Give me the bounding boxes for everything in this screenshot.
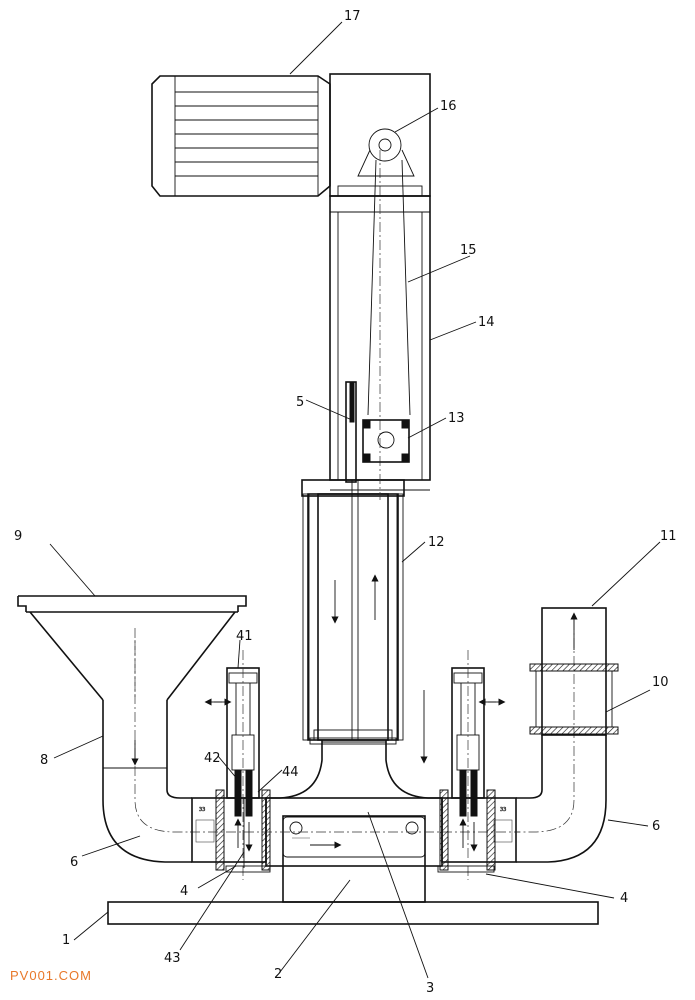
- lower-chamber: [190, 740, 520, 903]
- outlet-pipe: [529, 607, 619, 736]
- vertical-cylinder: [301, 479, 405, 745]
- label-9: 9: [14, 529, 22, 544]
- part-labels: 17 16 15 14 5 13 12 9 11 41 10 8 42 44 6…: [14, 9, 677, 996]
- label-42: 42: [204, 751, 221, 766]
- label-15: 15: [460, 243, 477, 258]
- label-43: 43: [164, 951, 181, 966]
- right-pipe-elbow: 33: [441, 620, 607, 863]
- leader-lines: [49, 21, 661, 979]
- label-6-left: 6: [70, 855, 78, 870]
- label-44: 44: [282, 765, 299, 780]
- label-17: 17: [344, 9, 361, 24]
- label-12: 12: [428, 535, 445, 550]
- label-11: 11: [660, 529, 677, 544]
- label-6-right: 6: [652, 819, 660, 834]
- label-8: 8: [40, 753, 48, 768]
- left-valve-assembly: [204, 650, 271, 880]
- label-4-left: 4: [180, 884, 188, 899]
- label-13: 13: [448, 411, 465, 426]
- label-10: 10: [652, 675, 669, 690]
- upper-housing: [329, 150, 431, 500]
- label-2: 2: [274, 967, 282, 982]
- drive-motor: [151, 75, 331, 197]
- right-valve-assembly: [420, 650, 506, 880]
- label-14: 14: [478, 315, 495, 330]
- left-pipe-elbow: 33: [102, 640, 267, 863]
- label-16: 16: [440, 99, 457, 114]
- svg-text:33: 33: [500, 807, 506, 813]
- label-5: 5: [296, 395, 304, 410]
- watermark: PV001.COM: [10, 968, 92, 983]
- lower-sprocket: [362, 419, 410, 463]
- svg-text:33: 33: [199, 807, 205, 813]
- base-plate: [107, 901, 599, 925]
- label-4-right: 4: [620, 891, 628, 906]
- feed-hopper: [17, 595, 247, 769]
- label-41: 41: [236, 629, 253, 644]
- label-3: 3: [426, 981, 434, 996]
- label-1: 1: [62, 933, 70, 948]
